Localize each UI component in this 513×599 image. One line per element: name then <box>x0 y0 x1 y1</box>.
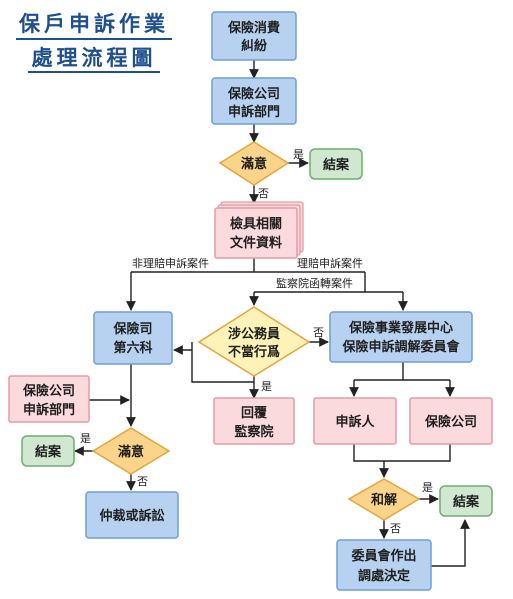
connectors <box>74 60 470 567</box>
title-line-2: 處理流程圖 <box>28 44 160 73</box>
node-dispute-label-1: 保險消費 <box>227 20 280 36</box>
label-yes-top: 是 <box>293 148 304 161</box>
node-insurer: 保險公司 <box>409 397 493 445</box>
decision-satisfied-top: 滿意 <box>218 141 290 186</box>
node-arbitration-label: 仲裁或訴訟 <box>99 508 164 524</box>
node-insurer-dept-top-label-1: 保險公司 <box>227 86 280 102</box>
node-reply: 回覆 監察院 <box>213 397 295 445</box>
decision-misconduct-label-2: 不當行爲 <box>228 344 280 360</box>
node-center-label-1: 保險事業發展中心 <box>348 320 453 336</box>
node-insurer-dept-left-label-2: 申訴部門 <box>23 402 75 418</box>
node-reply-label-1: 回覆 <box>241 406 268 421</box>
node-committee: 委員會作出 調處決定 <box>336 539 432 591</box>
node-documents-label-1: 檢具相關 <box>230 216 282 232</box>
node-insurer-dept-top: 保險公司 申訴部門 <box>211 77 297 125</box>
label-non-claim: 非理賠申訴案件 <box>132 256 209 270</box>
decision-settle: 和解 <box>347 478 421 521</box>
decision-misconduct-label-1: 涉公務員 <box>228 326 280 342</box>
label-no-left: 否 <box>137 475 148 488</box>
node-dispute-label-2: 糾紛 <box>241 38 267 54</box>
node-insurer-dept-top-label-2: 申訴部門 <box>228 104 280 120</box>
decision-misconduct: 涉公務員 不當行爲 <box>197 306 311 377</box>
node-close-left: 結案 <box>21 435 75 467</box>
label-yes-misconduct: 是 <box>261 380 272 393</box>
node-complainant: 申訴人 <box>313 397 397 445</box>
label-no-top: 否 <box>258 187 269 200</box>
decision-satisfied-top-label: 滿意 <box>241 156 267 172</box>
node-insurer-dept-left-label-1: 保險公司 <box>22 383 75 399</box>
node-section6-label-2: 第六科 <box>113 340 152 356</box>
node-dispute: 保險消費 糾紛 <box>211 11 297 61</box>
node-center: 保險事業發展中心 保險申訴調解委員會 <box>329 311 473 363</box>
label-yes-settle: 是 <box>422 481 433 494</box>
node-center-label-2: 保險申訴調解委員會 <box>341 339 460 355</box>
node-reply-label-2: 監察院 <box>234 424 273 440</box>
title-line-1: 保戶申訴作業 <box>16 10 172 40</box>
label-no-misconduct: 否 <box>313 326 324 339</box>
node-close-top: 結案 <box>309 148 363 180</box>
node-close-top-label: 結案 <box>323 157 350 173</box>
decision-satisfied-left: 滿意 <box>91 427 171 475</box>
node-close-right-label: 結案 <box>453 494 480 510</box>
node-close-right: 結案 <box>439 485 493 517</box>
node-arbitration: 仲裁或訴訟 <box>85 491 179 539</box>
label-yes-left: 是 <box>80 432 91 445</box>
decision-settle-label: 和解 <box>371 492 397 508</box>
node-documents: 檢具相關 文件資料 <box>214 201 304 259</box>
diagram-title: 保戶申訴作業 處理流程圖 <box>6 10 182 73</box>
node-complainant-label: 申訴人 <box>335 414 375 430</box>
node-documents-label-2: 文件資料 <box>230 235 282 251</box>
node-committee-label-1: 委員會作出 <box>350 548 416 564</box>
node-insurer-label: 保險公司 <box>424 414 477 430</box>
label-control-yuan: 監察院函轉案件 <box>276 276 353 290</box>
node-close-left-label: 結案 <box>35 444 62 460</box>
label-no-settle: 否 <box>390 522 401 535</box>
node-section6: 保險司 第六科 <box>93 311 173 365</box>
connector-labels: 是 否 非理賠申訴案件 理賠申訴案件 監察院函轉案件 否 是 是 否 是 否 <box>80 148 433 535</box>
node-section6-label-1: 保險司 <box>112 321 152 337</box>
node-committee-label-2: 調處決定 <box>358 568 410 584</box>
label-claim: 理賠申訴案件 <box>297 256 363 270</box>
decision-satisfied-left-label: 滿意 <box>118 444 144 460</box>
node-insurer-dept-left: 保險公司 申訴部門 <box>8 375 90 423</box>
